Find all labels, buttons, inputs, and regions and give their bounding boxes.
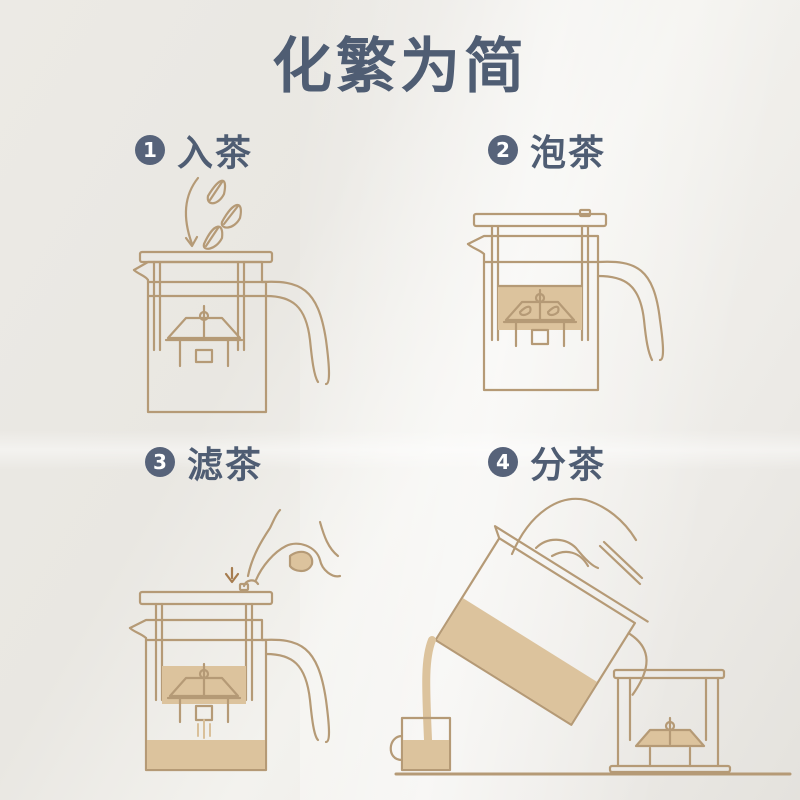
tea-leaves-icon <box>518 305 560 317</box>
step-4-heading: 4 分茶 <box>488 440 606 486</box>
tea-cup-icon <box>389 716 452 772</box>
step-3-number-badge: 3 <box>145 447 175 477</box>
step-4-label: 分茶 <box>530 445 607 486</box>
step-1-heading: 1 入茶 <box>135 128 253 174</box>
down-arrow-icon <box>184 176 200 248</box>
step-3-label: 滤茶 <box>187 445 264 486</box>
pitcher-tea-fill <box>437 598 597 724</box>
step-3-teapot-illustration <box>128 508 342 772</box>
down-arrow-icon <box>224 566 250 592</box>
tea-leaves-icon <box>202 179 242 250</box>
small-teapot-icon <box>608 668 732 774</box>
pour-stream <box>422 636 436 744</box>
pressing-finger-icon <box>242 508 342 588</box>
step-2-number-badge: 2 <box>488 135 518 165</box>
step-2-teapot-illustration <box>466 208 665 392</box>
step-4-number-badge: 4 <box>488 447 518 477</box>
step-1-teapot-illustration <box>132 176 331 414</box>
step-3-heading: 3 滤茶 <box>145 440 263 486</box>
step-1-label: 入茶 <box>177 133 254 174</box>
hand-icon <box>510 497 644 586</box>
drip-lines <box>197 719 211 739</box>
page-title: 化繁为简 <box>272 32 528 102</box>
step-4-pouring-illustration <box>389 497 792 776</box>
step-1-number-badge: 1 <box>135 135 165 165</box>
filtered-tea-fill <box>147 740 265 769</box>
step-2-label: 泡茶 <box>530 133 607 174</box>
step-2-heading: 2 泡茶 <box>488 128 606 174</box>
